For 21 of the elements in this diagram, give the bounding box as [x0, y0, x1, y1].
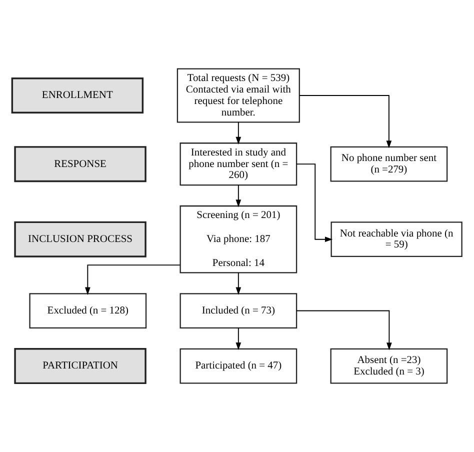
node-box: INCLUSION PROCESS — [14, 221, 146, 258]
node-box: RESPONSE — [14, 146, 146, 182]
node-box: Not reachable via phone (n = 59) — [330, 222, 462, 258]
node-box: ENROLLMENT — [11, 77, 144, 114]
node-box: Interested in study and phone number sent (n = 260) — [180, 142, 298, 186]
node-box: Total requests (N = 539) Contacted via email with request for telephone number. — [176, 68, 300, 123]
arrow — [296, 310, 392, 350]
node-box: Included (n = 73) — [180, 293, 298, 328]
arrow — [236, 184, 242, 208]
node-box: Screening (n = 201) Via phone: 187 Personal: 14 — [180, 205, 298, 274]
node-box: Absent (n =23) Excluded (n = 3) — [330, 348, 448, 384]
node-box: Excluded (n = 128) — [29, 293, 147, 328]
arrow — [299, 95, 392, 148]
arrow — [236, 327, 242, 350]
node-box: Participated (n = 47) — [180, 348, 298, 384]
node-box: PARTICIPATION — [14, 348, 146, 384]
arrow — [236, 122, 242, 144]
node-box: No phone number sent (n =279) — [330, 146, 448, 182]
arrow — [236, 272, 242, 295]
arrow — [296, 164, 333, 242]
arrow — [85, 264, 181, 295]
